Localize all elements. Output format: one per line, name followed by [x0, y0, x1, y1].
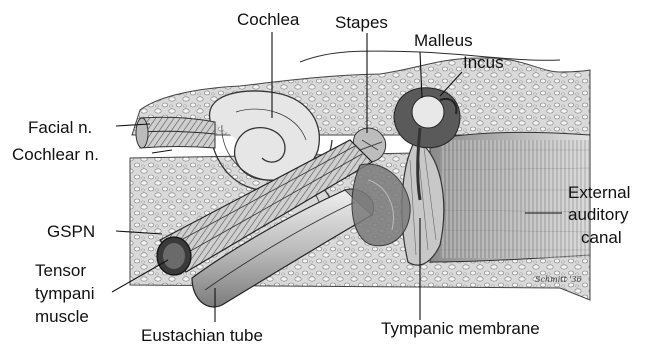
artist-signature: Schmitt '36 [535, 275, 582, 284]
label-external-line3: canal [581, 228, 622, 247]
nerve-bundle [136, 117, 215, 148]
label-external-line2: auditory [568, 205, 629, 224]
label-cochlea: Cochlea [237, 10, 300, 29]
label-tensor-line1: Tensor [35, 261, 86, 280]
label-eustachian-tube: Eustachian tube [141, 326, 263, 345]
label-stapes: Stapes [335, 13, 388, 32]
label-incus: Incus [463, 53, 504, 72]
label-external-line1: External [568, 183, 630, 202]
leader-cochlear-n [152, 150, 172, 153]
label-cochlear-n: Cochlear n. [12, 145, 99, 164]
label-tensor-line3: muscle [35, 307, 89, 326]
label-facial-n: Facial n. [28, 118, 92, 137]
label-tympanic-membrane: Tympanic membrane [381, 319, 540, 338]
external-auditory-canal [430, 132, 590, 262]
label-malleus: Malleus [414, 31, 473, 50]
label-gspn: GSPN [47, 222, 95, 241]
label-tensor-line2: tympani [35, 284, 95, 303]
